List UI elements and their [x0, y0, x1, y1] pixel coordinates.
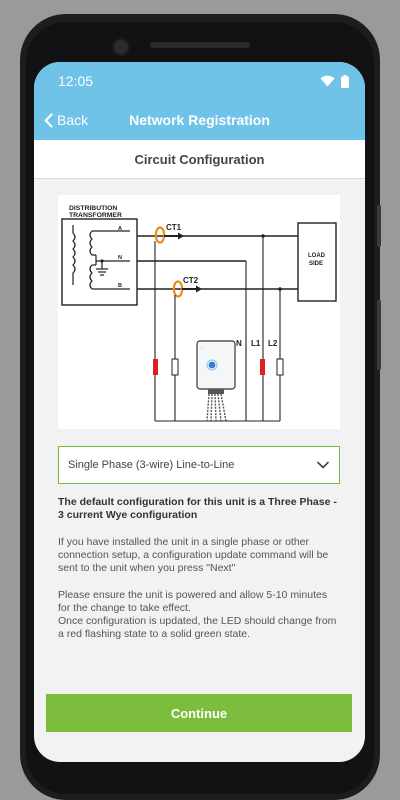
meter-logo: •	[201, 346, 202, 350]
back-label: Back	[57, 112, 89, 128]
configuration-select-value: Single Phase (3-wire) Line-to-Line	[68, 459, 235, 471]
circuit-diagram-svg: DISTRIBUTION TRANSFORMER A N B	[61, 205, 337, 422]
fuse-right-white	[276, 358, 284, 376]
circuit-diagram: DISTRIBUTION TRANSFORMER A N B	[58, 195, 340, 429]
neutral-ground-node	[100, 259, 104, 263]
wifi-icon	[320, 75, 335, 87]
status-icons	[320, 74, 349, 88]
meter-unit	[196, 340, 236, 390]
status-time: 12:05	[58, 73, 94, 89]
ct2-label: CT2	[183, 276, 199, 285]
meter-led-ring	[206, 359, 218, 371]
meter-led-icon	[208, 361, 216, 369]
transformer-box	[61, 218, 138, 306]
meter-connector	[208, 389, 224, 394]
power-button	[377, 300, 381, 370]
load-side-box	[297, 222, 337, 302]
load-label-2: SIDE	[309, 261, 323, 267]
tap-l2-node	[278, 287, 282, 291]
configuration-select[interactable]: Single Phase (3-wire) Line-to-Line	[58, 446, 340, 484]
transformer-label-1: DISTRIBUTION	[69, 205, 117, 212]
tap-l1-node	[261, 234, 265, 238]
default-config-text: The default configuration for this unit …	[58, 496, 337, 521]
secondary-coil-a	[89, 230, 96, 256]
transformer-label-2: TRANSFORMER	[69, 212, 122, 219]
battery-icon	[341, 74, 349, 88]
meter-cables	[206, 393, 227, 422]
power-instruction-text: Please ensure the unit is powered and al…	[58, 589, 328, 614]
fuse-right-red	[260, 359, 265, 375]
load-label-1: LOAD	[308, 253, 326, 259]
page-title: Circuit Configuration	[34, 140, 365, 179]
tap-l1-label: L1	[251, 339, 261, 348]
line-a-label: A	[118, 226, 122, 232]
status-bar: 12:05	[34, 62, 365, 100]
line-n-label: N	[118, 255, 122, 261]
fuse-left-white	[171, 358, 179, 376]
front-camera	[112, 38, 130, 56]
chevron-down-icon	[317, 461, 329, 469]
chevron-left-icon	[44, 112, 53, 128]
ct1-label: CT1	[166, 223, 182, 232]
instructions: The default configuration for this unit …	[58, 496, 341, 641]
ct1-arrowhead	[178, 232, 184, 240]
app-screen: 12:05 Back Network Registration Circuit …	[34, 62, 365, 762]
ct1-coil	[154, 226, 166, 244]
tap-l2-label: L2	[268, 339, 278, 348]
continue-button[interactable]: Continue	[46, 694, 352, 732]
primary-coil	[72, 225, 76, 285]
secondary-coil-b	[89, 264, 93, 290]
fuse-left-red	[153, 359, 158, 375]
ct2-arrowhead	[196, 285, 202, 293]
led-state-text: Once configuration is updated, the LED s…	[58, 615, 337, 640]
volume-button	[377, 205, 381, 247]
back-button[interactable]: Back	[34, 112, 88, 128]
navigation-bar: Back Network Registration	[34, 100, 365, 140]
tap-n-label: N	[236, 339, 242, 348]
earpiece-speaker	[150, 42, 250, 48]
line-b-label: B	[118, 283, 122, 289]
connection-setup-text: If you have installed the unit in a sing…	[58, 536, 329, 574]
